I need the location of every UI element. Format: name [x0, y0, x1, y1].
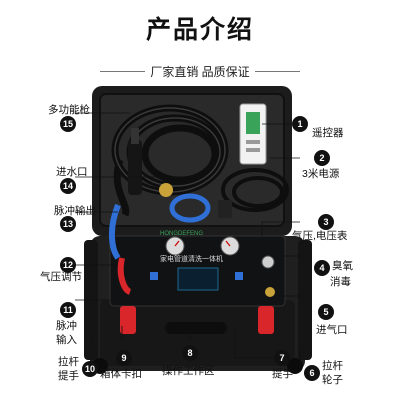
spray-gun [128, 128, 142, 195]
callout-label-ozone-line-1: 臭氧 [332, 260, 353, 272]
wheel-right [287, 358, 303, 374]
power-plug [218, 200, 232, 218]
callout-badge-8: 8 [182, 345, 198, 361]
callout-label-pull-handle-line-1: 拉杆 [58, 356, 79, 368]
callout-label-water-inlet: 进水口 [56, 166, 88, 178]
ozone-knob [261, 255, 275, 269]
callout-badge-4: 4 [314, 260, 330, 276]
callout-badge-15: 15 [60, 116, 76, 132]
callout-badge-3: 3 [318, 214, 334, 230]
callout-label-operation-area: 操作工作区 [162, 365, 215, 377]
pulse-output-hose [109, 203, 121, 260]
callout-badge-5: 5 [318, 304, 334, 320]
page-subtitle: 厂家直销 品质保证 [150, 65, 250, 79]
callout-label-remote-control: 遥控器 [312, 127, 344, 139]
callout-label-pulse-output: 脉冲输出 [54, 205, 96, 217]
pulse-input-hose [117, 257, 132, 295]
air-inlet-fitting [265, 287, 275, 297]
case-latch-right [258, 306, 274, 334]
callout-badge-10: 10 [82, 361, 98, 377]
callout-label-air-inlet: 进气口 [316, 324, 348, 336]
callout-badge-1: 1 [292, 116, 308, 132]
callout-badge-9: 9 [116, 350, 132, 366]
callout-label-pulse-input-line-1: 脉冲 [56, 320, 77, 332]
case-latch-left [120, 306, 136, 334]
callout-label-handle: 提手 [272, 368, 293, 380]
control-panel [109, 235, 286, 307]
callout-label-pulse-input-line-2: 输入 [56, 334, 77, 346]
callout-badge-13: 13 [60, 216, 76, 232]
callout-label-multifunction-gun: 多功能枪 [48, 104, 90, 116]
device-brand: HONGDEFENG [160, 231, 204, 237]
callout-label-gauges: 气压,电压表 [292, 230, 348, 242]
callout-label-pull-handle-line-2: 提手 [58, 370, 79, 382]
carry-handle [165, 322, 227, 334]
callout-badge-7: 7 [274, 350, 290, 366]
remote-control [239, 103, 267, 165]
callout-label-ozone-line-2: 消毒 [330, 276, 351, 288]
callout-badge-2: 2 [314, 150, 330, 166]
callout-badge-6: 6 [304, 365, 320, 381]
callout-label-latch: 箱体卡扣 [100, 368, 142, 380]
water-inlet [159, 183, 211, 223]
callout-badge-14: 14 [60, 178, 76, 194]
callout-label-power-cable: 3米电源 [302, 168, 340, 180]
callout-label-wheels-line-2: 轮子 [322, 374, 343, 386]
subtitle-rule-left [100, 71, 145, 72]
subtitle-rule-right [255, 71, 300, 72]
power-cable [221, 168, 289, 212]
callout-label-wheels-line-1: 拉杆 [322, 360, 343, 372]
callout-badge-11: 11 [60, 302, 76, 318]
panel-title: 家电管道清洗一体机 [160, 256, 223, 263]
leader-lines [75, 112, 301, 370]
callout-label-pressure-adjust: 气压调节 [40, 271, 82, 283]
page-title: 产品介绍 [145, 16, 254, 44]
callout-badge-12: 12 [60, 257, 76, 273]
